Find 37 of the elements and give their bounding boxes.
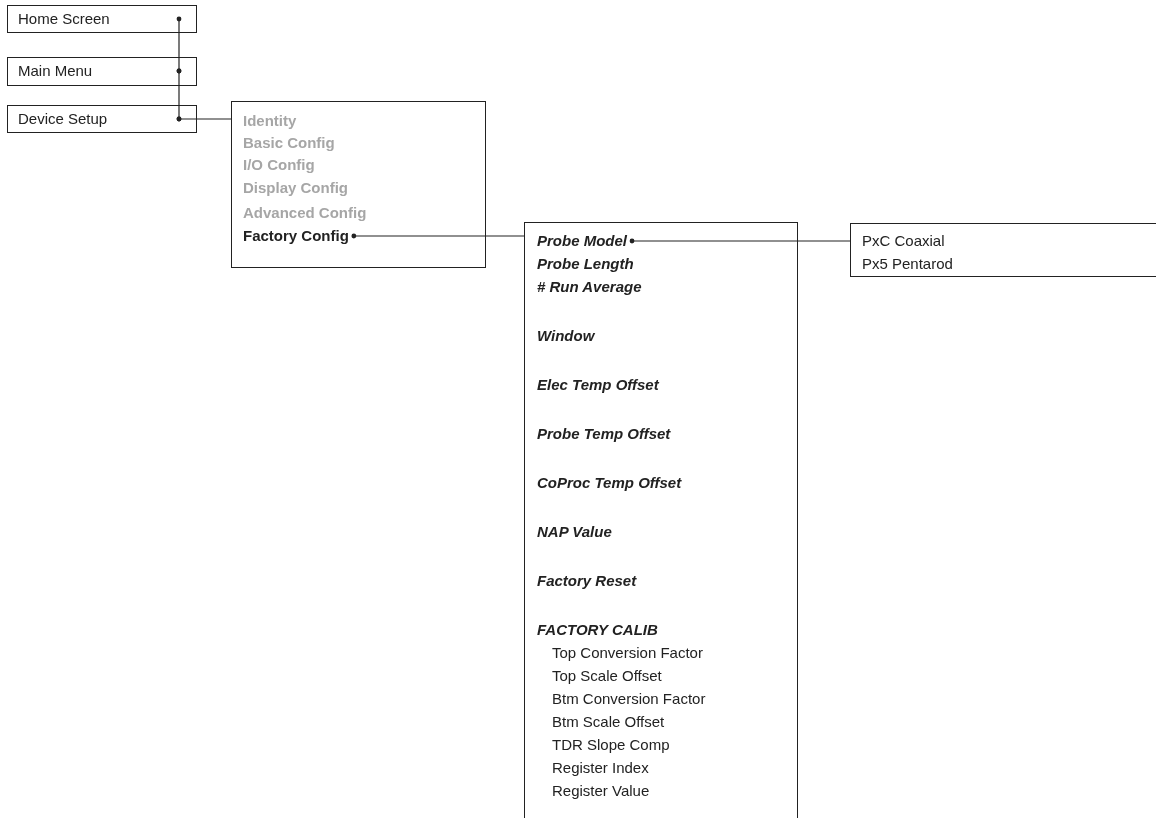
menu-item: Probe Temp Offset <box>537 425 671 443</box>
menu-item: Window <box>537 327 595 345</box>
menu-item: Identity <box>243 112 297 130</box>
menu-item: Register Index <box>552 759 649 777</box>
connector-line <box>176 116 232 122</box>
menu-item: Elec Temp Offset <box>537 376 659 394</box>
menu-item: Display Config <box>243 179 348 197</box>
menu-item: Btm Scale Offset <box>552 713 665 731</box>
menu-item: Top Scale Offset <box>552 667 662 685</box>
menu-item: I/O Config <box>243 156 315 174</box>
submenu-panel <box>231 101 486 268</box>
option-item: Px5 Pentarod <box>862 255 953 273</box>
menu-item: # Run Average <box>537 278 642 296</box>
menu-item: CoProc Temp Offset <box>537 474 682 492</box>
connector-line <box>629 238 851 244</box>
menu-item: Advanced Config <box>243 204 367 222</box>
menu-item: Factory Reset <box>537 572 637 590</box>
menu-item: Factory Config <box>243 227 349 245</box>
menu-item: Top Conversion Factor <box>552 644 703 662</box>
submenu-panel <box>524 222 798 818</box>
menu-item: FACTORY CALIB <box>537 621 658 639</box>
menu-item: Probe Model <box>537 232 627 250</box>
menu-item: Register Value <box>552 782 650 800</box>
menu-box <box>7 5 197 33</box>
option-item: PxC Coaxial <box>862 232 945 250</box>
menu-label: Home Screen <box>18 10 110 28</box>
menu-box <box>7 105 197 133</box>
menu-item: Btm Conversion Factor <box>552 690 706 708</box>
options-panel <box>850 223 1156 277</box>
menu-item: Basic Config <box>243 134 335 152</box>
menu-label: Device Setup <box>18 110 108 128</box>
menu-label: Main Menu <box>18 62 93 80</box>
menu-item: NAP Value <box>537 523 612 541</box>
menu-item: TDR Slope Comp <box>552 736 670 754</box>
menu-box <box>7 57 197 86</box>
connector-line <box>351 233 525 239</box>
menu-item: Probe Length <box>537 255 634 273</box>
